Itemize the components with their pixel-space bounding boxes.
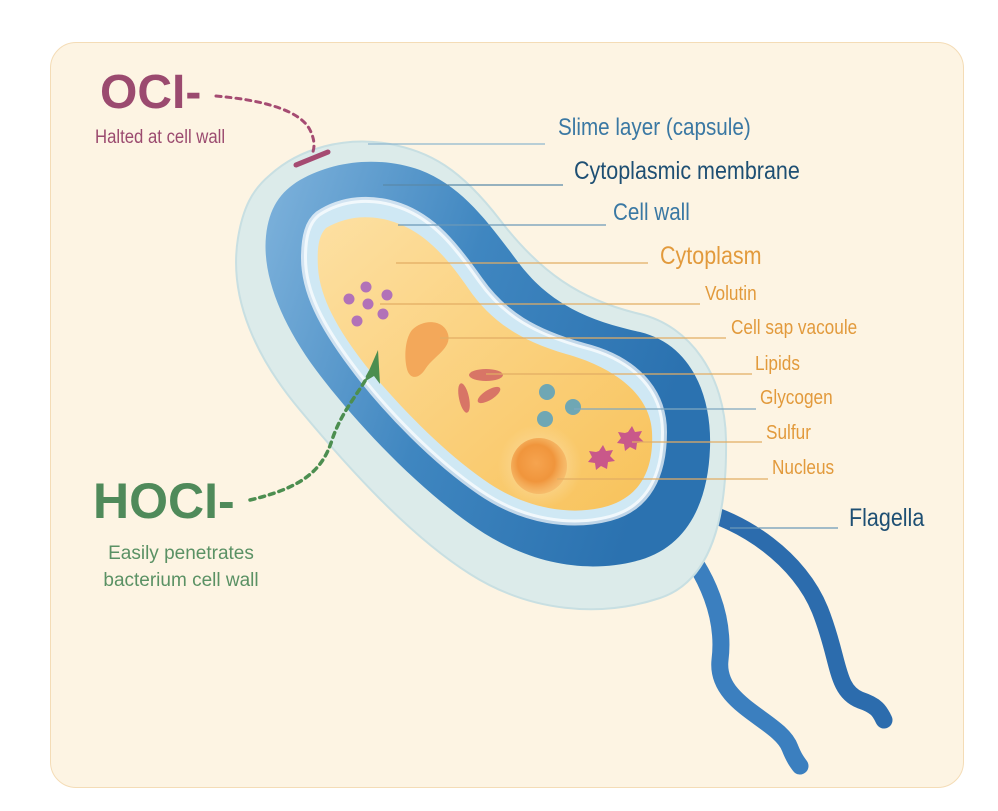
label-nucleus: Nucleus [772, 457, 835, 479]
label-volutin: Volutin [705, 283, 757, 305]
oci-title: OCI- [100, 66, 202, 119]
glycogen-granules [537, 384, 581, 427]
hoci-title: HOCI- [93, 473, 235, 529]
hoci-note-line-2: bacterium cell wall [103, 570, 259, 591]
label-sulfur: Sulfur [766, 422, 811, 444]
volutin-granules [343, 281, 393, 327]
flagella-shape [663, 499, 893, 775]
label-glycogen: Glycogen [760, 387, 833, 409]
sulfur-granules [588, 426, 644, 470]
hoci-note-line-1: Easily penetrates [108, 543, 254, 564]
label-cell-wall: Cell wall [613, 199, 690, 226]
cell-sap-vacuole-shape [405, 322, 449, 377]
label-cell-sap-vacuole: Cell sap vacoule [731, 317, 858, 339]
label-cytoplasmic-membrane: Cytoplasmic membrane [574, 157, 800, 185]
label-cytoplasm: Cytoplasm [660, 242, 762, 270]
label-slime-layer: Slime layer (capsule) [558, 114, 751, 141]
label-lipids: Lipids [755, 353, 800, 375]
label-flagella: Flagella [849, 504, 925, 532]
lipid-bodies [458, 369, 503, 413]
nucleus-shape [511, 438, 567, 494]
oci-blocked-arrow [214, 94, 331, 168]
hoci-note: Easily penetrates bacterium cell wall [86, 540, 276, 594]
oci-note: Halted at cell wall [95, 127, 226, 148]
hoci-penetrate-arrow [248, 350, 380, 502]
leader-lines [368, 143, 838, 529]
